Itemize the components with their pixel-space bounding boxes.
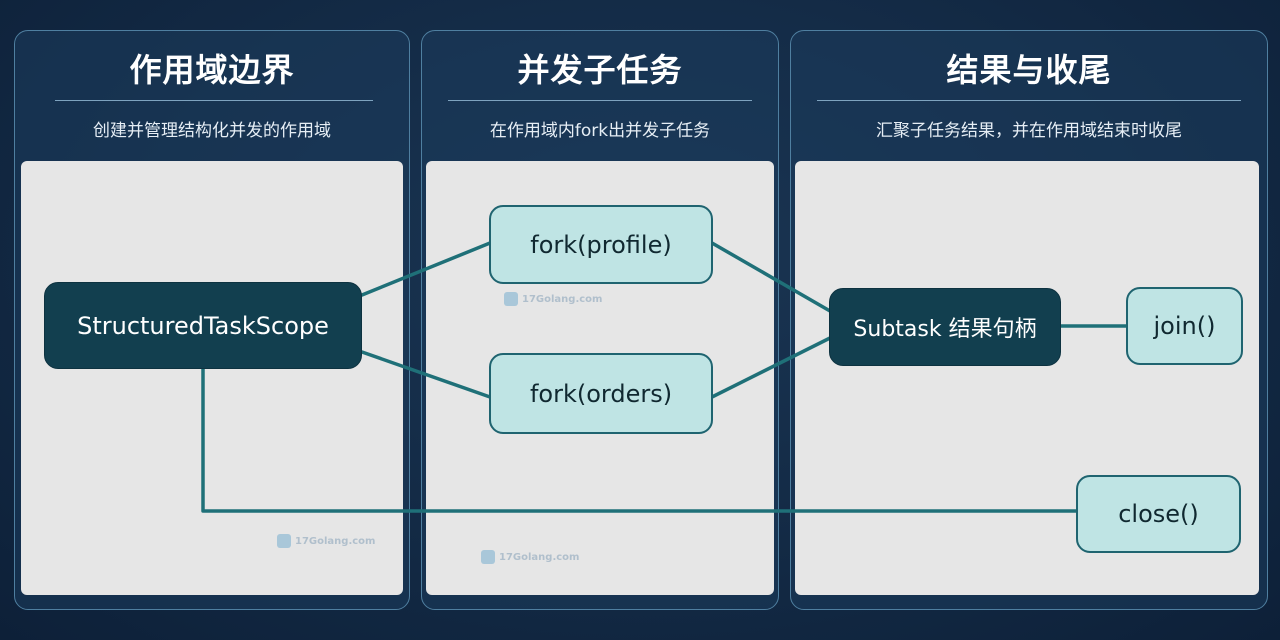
panel-concurrent-subtasks: 并发子任务 在作用域内fork出并发子任务 xyxy=(421,30,779,610)
panel-canvas xyxy=(21,161,403,595)
panel-subtitle: 在作用域内fork出并发子任务 xyxy=(489,121,711,141)
subtask-result-handle-node: Subtask 结果句柄 xyxy=(829,288,1061,366)
panel-divider xyxy=(817,100,1241,101)
panel-divider xyxy=(55,100,373,101)
close-node: close() xyxy=(1076,475,1241,553)
panel-divider xyxy=(448,100,752,101)
panel-subtitle: 汇聚子任务结果，并在作用域结束时收尾 xyxy=(876,121,1182,141)
panel-title: 作用域边界 xyxy=(129,51,295,89)
structured-task-scope-node: StructuredTaskScope xyxy=(44,282,362,369)
join-node: join() xyxy=(1126,287,1243,365)
watermark: 17Golang.com xyxy=(504,292,602,306)
watermark-logo-icon xyxy=(481,550,495,564)
panel-title: 结果与收尾 xyxy=(946,51,1112,89)
watermark: 17Golang.com xyxy=(481,550,579,564)
panel-title: 并发子任务 xyxy=(517,51,683,89)
watermark-logo-icon xyxy=(277,534,291,548)
panel-subtitle: 创建并管理结构化并发的作用域 xyxy=(93,121,331,141)
watermark: 17Golang.com xyxy=(277,534,375,548)
watermark-logo-icon xyxy=(504,292,518,306)
fork-profile-node: fork(profile) xyxy=(489,205,713,284)
fork-orders-node: fork(orders) xyxy=(489,353,713,434)
